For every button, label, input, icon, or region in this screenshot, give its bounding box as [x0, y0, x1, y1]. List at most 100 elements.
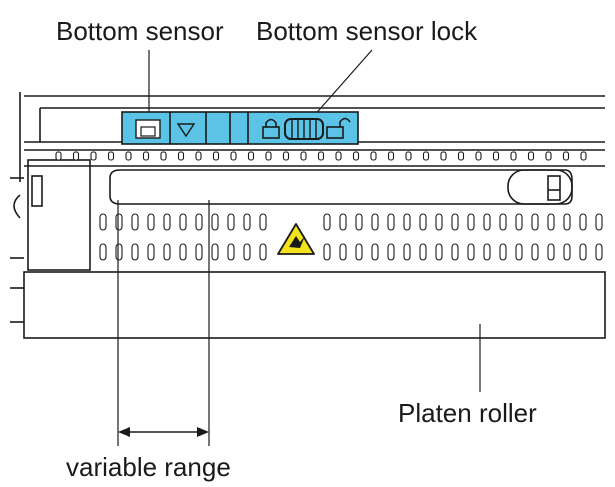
bottom-sensor-lock-leader	[311, 49, 373, 119]
platen-hole	[419, 213, 427, 231]
small-hole	[370, 151, 377, 161]
platen-hole	[563, 243, 571, 261]
platen-hole	[531, 213, 539, 231]
small-hole	[335, 151, 342, 161]
hand-crush-warning-icon	[277, 223, 315, 255]
small-hole	[300, 151, 307, 161]
lock-open-icon	[326, 117, 351, 139]
platen-hole	[371, 213, 379, 231]
platen-hole	[243, 243, 251, 261]
platen-hole	[371, 243, 379, 261]
small-hole	[317, 151, 325, 161]
platen-hole	[499, 213, 507, 231]
platen-hole	[211, 243, 219, 261]
platen-hole	[435, 213, 443, 231]
platen-hole	[435, 243, 443, 261]
platen-hole	[355, 213, 363, 231]
sensor-carriage	[507, 169, 573, 205]
bottom-sensor-label: Bottom sensor	[56, 16, 224, 46]
platen-hole	[339, 243, 347, 261]
variable-range-label: variable range	[66, 452, 231, 482]
platen-hole	[355, 243, 363, 261]
platen-hole	[403, 213, 411, 231]
triangle-down-icon	[176, 123, 196, 138]
small-hole	[527, 151, 535, 161]
platen-hole	[131, 243, 139, 261]
platen-hole	[99, 243, 107, 261]
small-hole	[282, 151, 290, 161]
platen-hole	[547, 213, 555, 231]
small-hole	[405, 151, 412, 161]
platen-hole	[499, 243, 507, 261]
platen-hole	[531, 243, 539, 261]
platen-hole	[467, 213, 475, 231]
platen-hole	[451, 243, 459, 261]
small-hole	[177, 151, 185, 161]
platen-hole	[227, 243, 235, 261]
lock-closed-icon	[262, 118, 280, 139]
platen-hole	[195, 213, 203, 231]
bottom-sensor-lock-label: Bottom sensor lock	[256, 16, 478, 46]
printer-frame	[10, 92, 605, 271]
small-hole	[125, 151, 132, 161]
platen-hole	[259, 243, 267, 261]
platen-hole	[387, 243, 395, 261]
platen-hole	[419, 243, 427, 261]
platen-roller	[10, 257, 606, 339]
sensor-lock-knob[interactable]	[284, 118, 324, 140]
small-hole	[265, 151, 272, 161]
platen-hole	[595, 243, 603, 261]
small-hole	[55, 151, 62, 161]
platen-hole	[403, 243, 411, 261]
sensor-panel	[121, 111, 359, 145]
platen-hole	[467, 243, 475, 261]
paper-guide-slot	[109, 169, 573, 205]
platen-hole	[323, 213, 331, 231]
small-hole	[440, 151, 447, 161]
platen-hole	[451, 213, 459, 231]
small-hole	[457, 151, 465, 161]
platen-hole	[115, 243, 123, 261]
small-hole	[90, 151, 97, 161]
small-hole	[142, 151, 150, 161]
platen-hole	[195, 243, 203, 261]
platen-hole	[259, 213, 267, 231]
small-hole	[545, 151, 552, 161]
platen-hole	[483, 213, 491, 231]
small-hole	[107, 151, 115, 161]
small-hole	[195, 151, 202, 161]
small-hole	[387, 151, 395, 161]
platen-hole	[131, 213, 139, 231]
platen-hole	[147, 213, 155, 231]
small-hole	[510, 151, 517, 161]
platen-hole	[595, 213, 603, 231]
platen-hole	[515, 213, 523, 231]
small-hole	[422, 151, 430, 161]
platen-hole	[179, 213, 187, 231]
platen-hole	[115, 213, 123, 231]
platen-hole	[99, 213, 107, 231]
platen-hole	[211, 213, 219, 231]
small-hole	[562, 151, 570, 161]
platen-hole	[179, 243, 187, 261]
small-hole	[72, 151, 80, 161]
platen-hole	[163, 213, 171, 231]
sensor-carriage-latch	[547, 175, 561, 201]
platen-hole	[483, 243, 491, 261]
small-hole	[352, 151, 360, 161]
bottom-sensor-window	[135, 119, 161, 139]
platen-hole-rows	[99, 213, 603, 261]
small-hole	[247, 151, 255, 161]
platen-hole	[323, 243, 331, 261]
small-hole	[230, 151, 237, 161]
small-hole	[212, 151, 220, 161]
small-hole	[580, 151, 587, 161]
platen-hole	[579, 243, 587, 261]
variable-range-dimension	[117, 200, 210, 446]
platen-hole	[339, 213, 347, 231]
small-hole-row	[55, 151, 587, 161]
platen-hole	[547, 243, 555, 261]
platen-hole	[147, 243, 155, 261]
platen-hole	[227, 213, 235, 231]
